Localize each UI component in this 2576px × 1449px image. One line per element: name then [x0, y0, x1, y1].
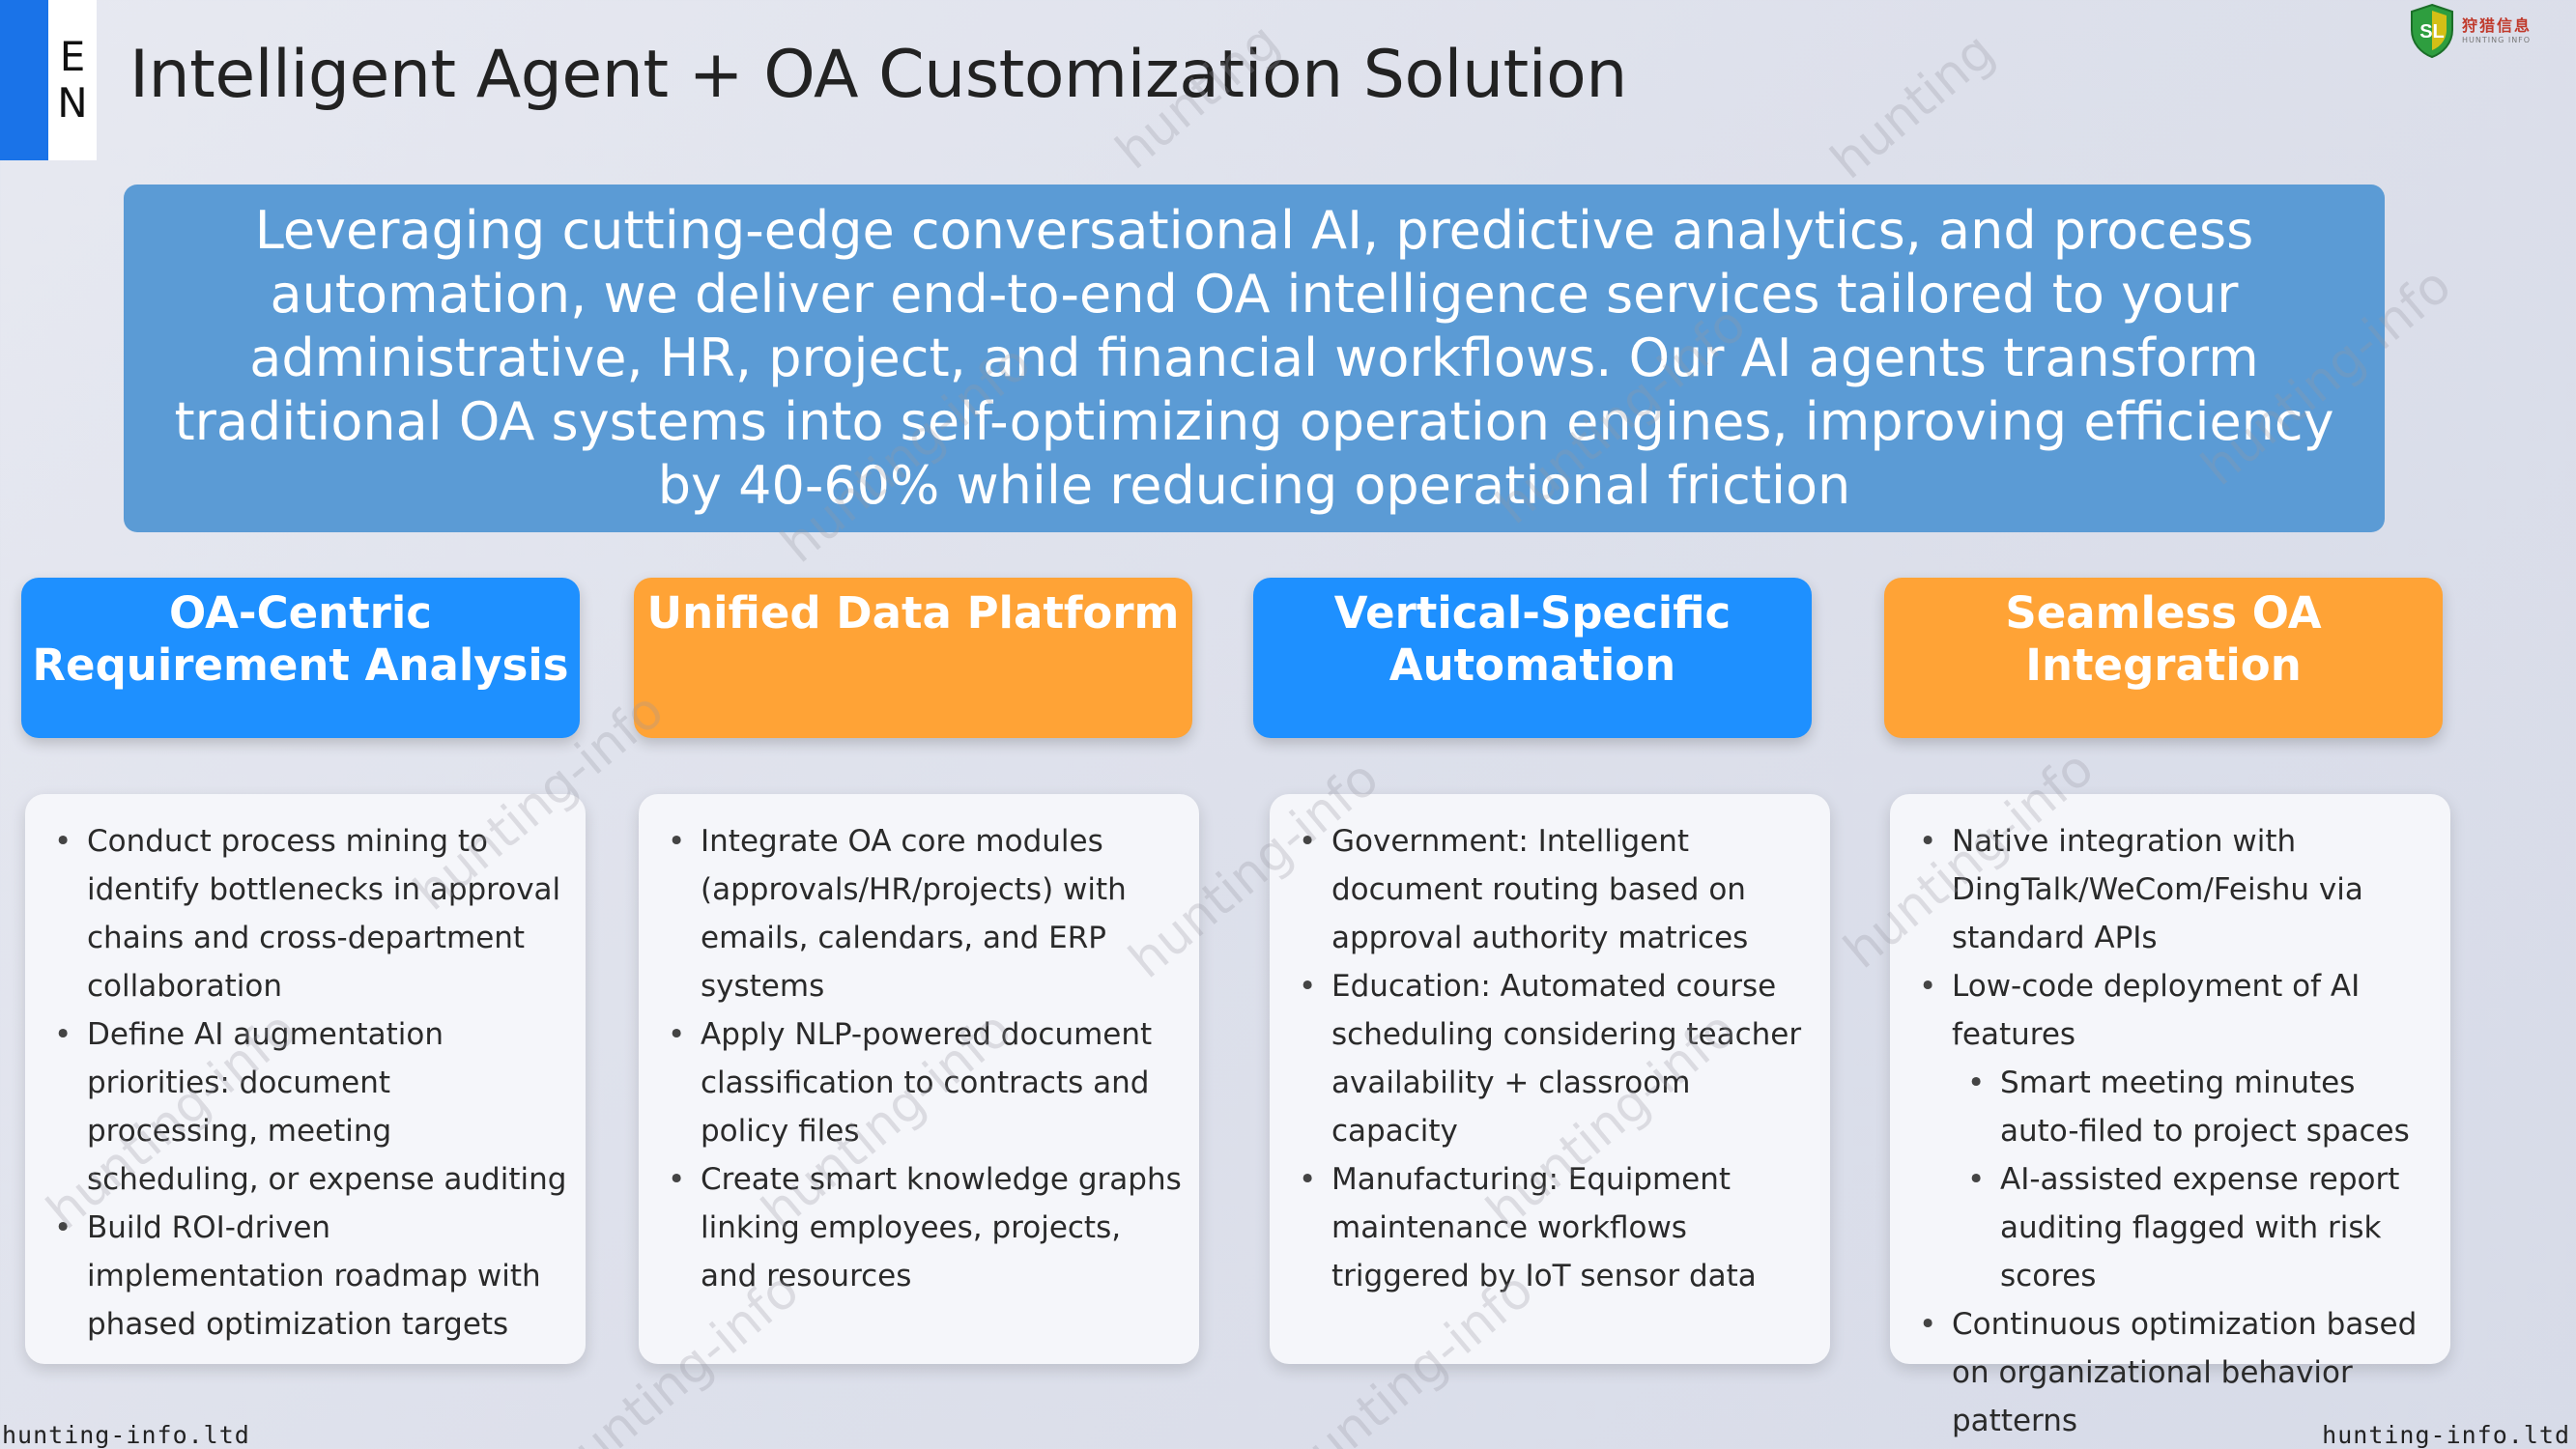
bullet-item: Continuous optimization based on organiz… [1911, 1300, 2433, 1445]
footer-domain-left[interactable]: hunting-info.ltd [2, 1421, 250, 1449]
language-letter-e: E [59, 33, 86, 80]
card-list: Native integration with DingTalk/WeCom/F… [1911, 817, 2433, 1445]
intro-summary-text: Leveraging cutting-edge conversational A… [174, 200, 2334, 516]
bullet-item: Native integration with DingTalk/WeCom/F… [1911, 817, 2433, 962]
card-list: Conduct process mining to identify bottl… [46, 817, 568, 1349]
logo-name-cn: 狩猎信息 [2462, 15, 2533, 35]
column-header-vertical-automation: Vertical-Specific Automation [1253, 578, 1812, 738]
card-requirement-analysis: Conduct process mining to identify bottl… [25, 794, 586, 1364]
bullet-item: Education: Automated course scheduling c… [1291, 962, 1813, 1155]
footer-domain-right[interactable]: hunting-info.ltd [2322, 1421, 2570, 1449]
logo-emblem-text: SL [2419, 21, 2445, 43]
watermark: hunting [1820, 21, 2006, 191]
bullet-item: Create smart knowledge graphs linking em… [660, 1155, 1182, 1300]
company-logo: SL 狩猎信息 HUNTING INFO [2408, 2, 2562, 60]
shield-logo-icon: SL [2411, 3, 2453, 59]
page-title: Intelligent Agent + OA Customization Sol… [129, 37, 1627, 113]
bullet-item: Define AI augmentation priorities: docum… [46, 1010, 568, 1204]
bullet-item: Government: Intelligent document routing… [1291, 817, 1813, 962]
card-list: Government: Intelligent document routing… [1291, 817, 1813, 1300]
column-header-oa-integration: Seamless OA Integration [1884, 578, 2443, 738]
language-tab-letters: E N [48, 0, 97, 160]
sub-bullet-item: AI-assisted expense report auditing flag… [1911, 1155, 2433, 1300]
column-header-data-platform: Unified Data Platform [634, 578, 1192, 738]
bullet-item: Conduct process mining to identify bottl… [46, 817, 568, 1010]
bullet-item: Apply NLP-powered document classificatio… [660, 1010, 1182, 1155]
card-list: Integrate OA core modules (approvals/HR/… [660, 817, 1182, 1300]
logo-text: 狩猎信息 HUNTING INFO [2462, 15, 2533, 44]
bullet-item: Build ROI-driven implementation roadmap … [46, 1204, 568, 1349]
intro-summary-box: Leveraging cutting-edge conversational A… [124, 185, 2385, 532]
card-data-platform: Integrate OA core modules (approvals/HR/… [639, 794, 1199, 1364]
language-letter-n: N [57, 79, 88, 127]
bullet-item: Low-code deployment of AI features [1911, 962, 2433, 1059]
card-oa-integration: Native integration with DingTalk/WeCom/F… [1890, 794, 2450, 1438]
bullet-item: Manufacturing: Equipment maintenance wor… [1291, 1155, 1813, 1300]
bullet-item: Integrate OA core modules (approvals/HR/… [660, 817, 1182, 1010]
sub-bullet-item: Smart meeting minutes auto-filed to proj… [1911, 1059, 2433, 1155]
language-tab[interactable]: E N [0, 0, 97, 160]
card-vertical-automation: Government: Intelligent document routing… [1270, 794, 1830, 1364]
language-tab-accent [0, 0, 48, 160]
logo-name-en: HUNTING INFO [2462, 35, 2532, 44]
column-header-requirement-analysis: OA-Centric Requirement Analysis [21, 578, 580, 738]
